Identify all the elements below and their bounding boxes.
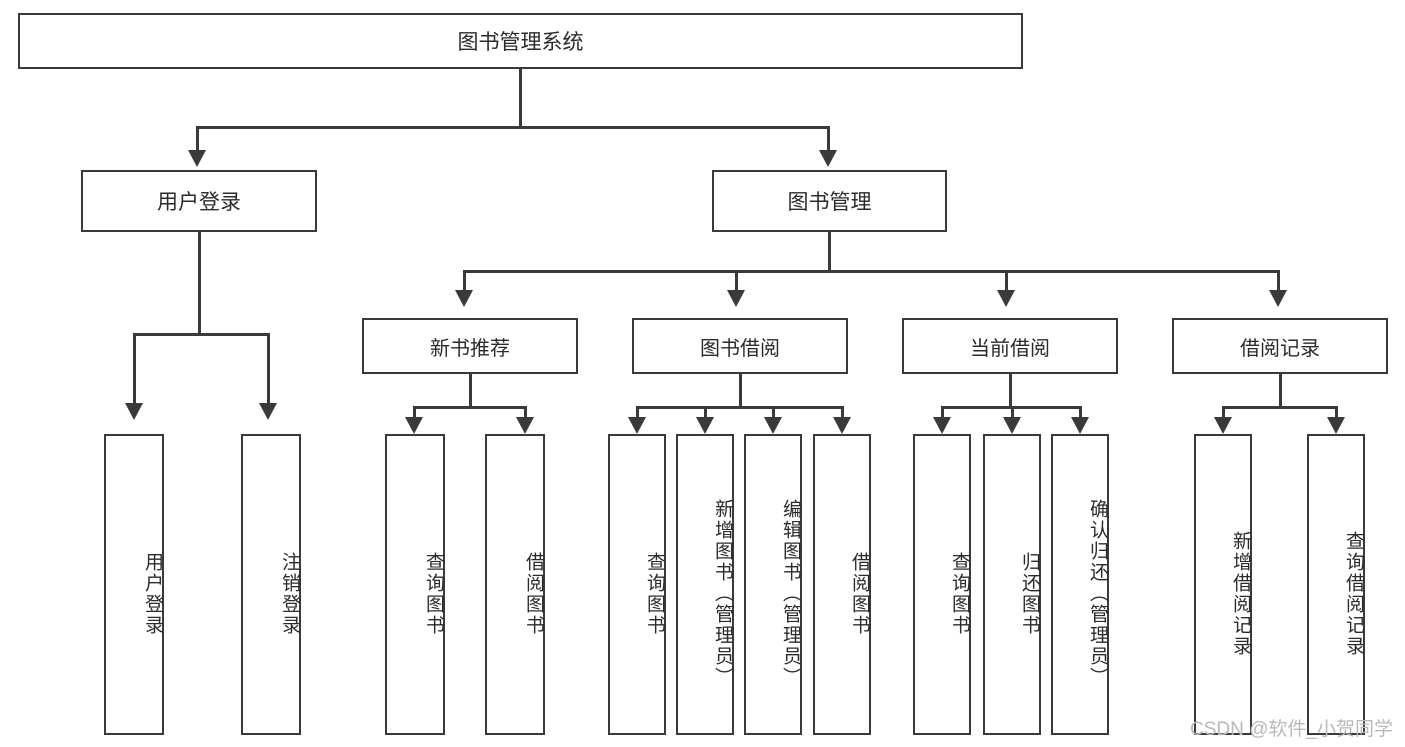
arrowhead-leaf-query-book-bb [628, 417, 646, 434]
arrowhead-leaf-borrow-book-nbr [516, 417, 534, 434]
arrowhead-leaf-user-login [125, 403, 143, 420]
node-label: 新增借阅记录 [1230, 530, 1251, 657]
node-label: 图书管理系统 [457, 31, 584, 54]
node-label: 查询图书 [644, 551, 665, 636]
arrowhead-leaf-query-book-nbr [405, 417, 423, 434]
leaf-logout[interactable]: 注销登录 [241, 434, 301, 735]
edge-cb-to-leaf-2 [1011, 406, 1014, 420]
leaf-confirm-return-admin[interactable]: 确认归还（管理员） [1051, 434, 1109, 735]
edge-br-bus [1222, 406, 1338, 409]
leaf-user-login[interactable]: 用户登录 [104, 434, 164, 735]
edge-cb-stem [1009, 374, 1012, 408]
arrowhead-book-borrow [727, 290, 745, 307]
arrowhead-leaf-logout [259, 403, 277, 420]
edge-bb-bus [636, 406, 844, 409]
node-label: 归还图书 [1019, 551, 1040, 636]
node-book-borrow[interactable]: 图书借阅 [632, 318, 848, 374]
arrowhead-leaf-return-book [1003, 417, 1021, 434]
edge-bm-to-current-borrow [1005, 270, 1008, 292]
edge-nbr-stem [469, 374, 472, 408]
edge-nbr-to-leaf-2 [524, 406, 527, 420]
edge-user-login-stem [198, 232, 201, 335]
arrowhead-leaf-query-book-cb [933, 417, 951, 434]
edge-user-login-bus [133, 333, 269, 336]
node-label: 查询图书 [949, 551, 970, 636]
edge-bb-stem [739, 374, 742, 408]
node-label: 借阅图书 [849, 551, 870, 636]
edge-root-to-user-login [196, 126, 199, 152]
node-new-book-recommend[interactable]: 新书推荐 [362, 318, 578, 374]
edge-bb-to-leaf-3 [772, 406, 775, 420]
edge-bm-to-new-book [463, 270, 466, 292]
node-label: 图书借阅 [700, 337, 780, 360]
arrowhead-new-book-recommend [455, 290, 473, 307]
leaf-borrow-book-nbr[interactable]: 借阅图书 [485, 434, 545, 735]
leaf-borrow-book-bb[interactable]: 借阅图书 [813, 434, 871, 735]
leaf-add-borrow-record[interactable]: 新增借阅记录 [1194, 434, 1252, 735]
edge-bb-to-leaf-1 [636, 406, 639, 420]
node-label: 新书推荐 [430, 337, 510, 360]
edge-bm-to-borrow-records [1277, 270, 1280, 292]
leaf-query-book-nbr[interactable]: 查询图书 [385, 434, 445, 735]
leaf-edit-book-admin[interactable]: 编辑图书（管理员） [744, 434, 802, 735]
arrowhead-leaf-add-record [1214, 417, 1232, 434]
node-label: 借阅图书 [523, 551, 544, 636]
arrowhead-leaf-borrow-book-bb [833, 417, 851, 434]
edge-bb-to-leaf-4 [841, 406, 844, 420]
node-label: 借阅记录 [1240, 337, 1320, 360]
node-label: 查询借阅记录 [1343, 530, 1364, 657]
edge-bm-to-book-borrow [735, 270, 738, 292]
leaf-query-book-cb[interactable]: 查询图书 [913, 434, 971, 735]
edge-bb-to-leaf-2 [704, 406, 707, 420]
node-label: 用户登录 [142, 551, 163, 636]
node-book-management[interactable]: 图书管理 [712, 170, 947, 232]
arrowhead-user-login [188, 150, 206, 167]
node-label: 新增图书（管理员） [712, 499, 733, 688]
leaf-return-book[interactable]: 归还图书 [983, 434, 1041, 735]
edge-nbr-to-leaf-1 [413, 406, 416, 420]
arrowhead-book-manage [819, 150, 837, 167]
node-borrow-records[interactable]: 借阅记录 [1172, 318, 1388, 374]
arrowhead-current-borrow [997, 290, 1015, 307]
node-root-system[interactable]: 图书管理系统 [18, 13, 1023, 69]
arrowhead-leaf-add-book [696, 417, 714, 434]
edge-book-manage-bus [463, 270, 1280, 273]
leaf-add-book-admin[interactable]: 新增图书（管理员） [676, 434, 734, 735]
node-current-borrow[interactable]: 当前借阅 [902, 318, 1118, 374]
node-label: 确认归还（管理员） [1087, 499, 1108, 688]
arrowhead-borrow-records [1269, 290, 1287, 307]
leaf-query-book-bb[interactable]: 查询图书 [608, 434, 666, 735]
node-label: 注销登录 [279, 551, 300, 636]
arrowhead-leaf-confirm-return [1071, 417, 1089, 434]
edge-cb-to-leaf-3 [1079, 406, 1082, 420]
edge-user-login-to-leaf-2 [267, 333, 270, 405]
edge-root-stem [519, 69, 522, 128]
leaf-query-borrow-record[interactable]: 查询借阅记录 [1307, 434, 1365, 735]
node-label: 图书管理 [787, 191, 872, 214]
edge-cb-to-leaf-1 [941, 406, 944, 420]
edge-br-stem [1279, 374, 1282, 408]
node-label: 当前借阅 [970, 337, 1050, 360]
arrowhead-leaf-edit-book [764, 417, 782, 434]
node-label: 用户登录 [157, 191, 241, 214]
edge-book-manage-stem [828, 232, 831, 272]
edge-br-to-leaf-2 [1335, 406, 1338, 420]
node-user-login[interactable]: 用户登录 [81, 170, 317, 232]
node-label: 编辑图书（管理员） [780, 499, 801, 688]
edge-root-bus [196, 126, 830, 129]
arrowhead-leaf-query-record [1327, 417, 1345, 434]
edge-nbr-bus [413, 406, 527, 409]
edge-br-to-leaf-1 [1222, 406, 1225, 420]
edge-user-login-to-leaf-1 [133, 333, 136, 405]
node-label: 查询图书 [423, 551, 444, 636]
edge-root-to-book-manage [827, 126, 830, 152]
